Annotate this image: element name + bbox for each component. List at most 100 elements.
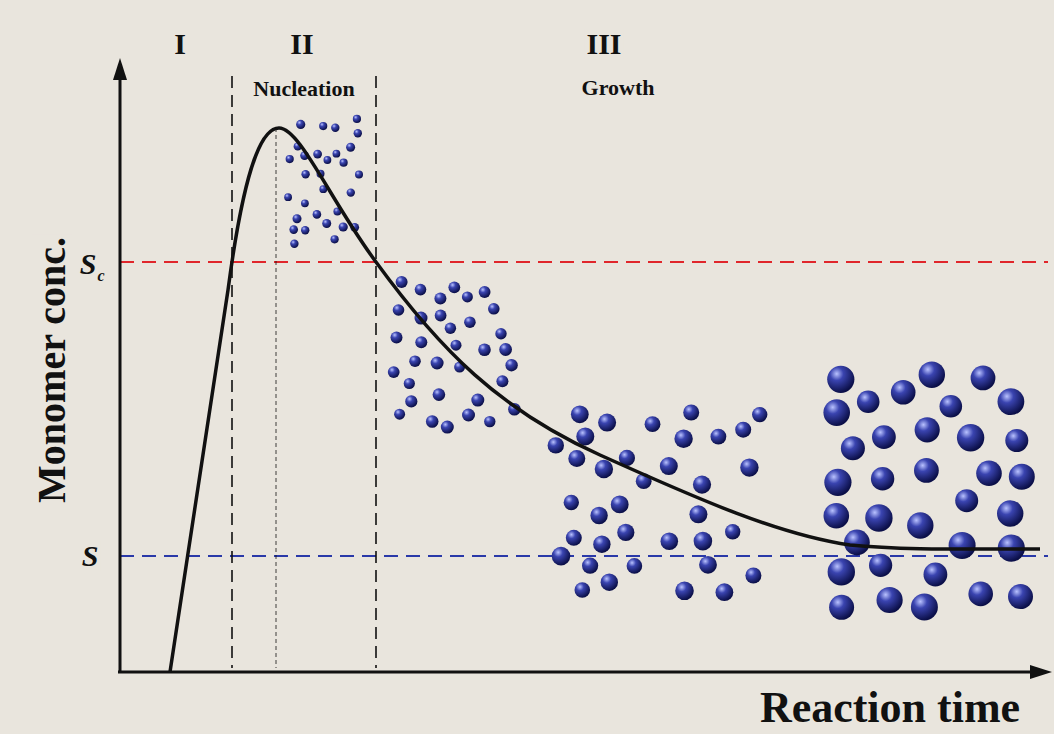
particle xyxy=(488,303,500,315)
particle xyxy=(611,496,629,514)
particle xyxy=(911,594,938,621)
particle xyxy=(289,225,298,234)
concentration-curve xyxy=(170,128,1040,672)
particle xyxy=(435,310,447,322)
particle xyxy=(823,399,850,426)
particle xyxy=(319,122,327,130)
particle xyxy=(393,304,405,316)
axis-title: Monomer conc. xyxy=(32,235,72,505)
particle xyxy=(296,120,305,129)
particle xyxy=(949,532,976,559)
particle xyxy=(313,150,322,159)
particle xyxy=(495,328,506,339)
particle xyxy=(391,331,403,343)
particle xyxy=(433,388,446,401)
particle xyxy=(940,395,963,418)
y-axis xyxy=(119,70,122,672)
particle xyxy=(827,366,854,393)
particle xyxy=(694,532,713,551)
x-axis xyxy=(118,671,1040,674)
particle xyxy=(347,188,355,196)
particle xyxy=(575,582,591,598)
stage-divider xyxy=(375,76,377,668)
particle xyxy=(478,343,491,356)
particle xyxy=(415,336,427,348)
particle xyxy=(997,500,1023,526)
particle xyxy=(627,558,643,574)
particle xyxy=(548,437,564,453)
particle xyxy=(284,193,292,201)
particle xyxy=(405,395,417,407)
particle xyxy=(869,554,892,577)
particle xyxy=(479,286,491,298)
particle xyxy=(355,171,363,179)
solubility-line xyxy=(120,555,1048,557)
particle xyxy=(675,582,694,601)
particle xyxy=(595,460,613,478)
particle xyxy=(322,219,331,228)
particle xyxy=(353,115,361,123)
particle xyxy=(564,495,579,510)
particle xyxy=(841,436,865,460)
particle xyxy=(396,276,408,288)
particle xyxy=(872,425,896,449)
particle xyxy=(824,469,851,496)
particle xyxy=(346,143,355,152)
particle xyxy=(566,530,582,546)
particle xyxy=(957,424,984,451)
particle xyxy=(907,512,933,538)
particle xyxy=(693,476,711,494)
particle xyxy=(598,414,616,432)
particle xyxy=(339,222,348,231)
particle xyxy=(293,214,302,223)
particle xyxy=(740,458,758,476)
particle xyxy=(286,155,294,163)
axis-arrow xyxy=(113,58,127,80)
particle xyxy=(857,391,880,414)
particle xyxy=(301,170,309,178)
particle xyxy=(415,284,427,296)
particle xyxy=(462,291,473,302)
particle xyxy=(434,292,446,304)
particle xyxy=(617,524,634,541)
particle xyxy=(915,417,940,442)
particle xyxy=(301,199,309,207)
particle xyxy=(689,505,707,523)
particle xyxy=(484,416,495,427)
particle xyxy=(571,405,589,423)
particle xyxy=(1005,429,1028,452)
particle xyxy=(290,240,298,248)
particle xyxy=(998,388,1025,415)
particle xyxy=(568,450,585,467)
stage-name: Nucleation xyxy=(251,78,356,100)
particle xyxy=(448,281,460,293)
particle xyxy=(451,340,462,351)
particle xyxy=(331,235,339,243)
particle xyxy=(745,568,761,584)
particle xyxy=(871,467,894,490)
particle xyxy=(968,582,993,607)
axis-title: Reaction time xyxy=(758,686,1022,730)
particle xyxy=(971,366,996,391)
level-subscript: c xyxy=(95,268,106,284)
particle xyxy=(891,380,916,405)
particle xyxy=(333,150,341,158)
particle xyxy=(645,416,661,432)
particle xyxy=(499,343,512,356)
particle xyxy=(462,409,475,422)
particle xyxy=(593,536,610,553)
particle xyxy=(824,503,850,529)
particle xyxy=(426,415,439,428)
particle xyxy=(919,362,945,388)
particle xyxy=(464,316,476,328)
particle xyxy=(829,595,854,620)
particle xyxy=(496,375,508,387)
particle xyxy=(313,210,322,219)
particle xyxy=(388,366,400,378)
particle xyxy=(590,507,607,524)
particle xyxy=(552,547,571,566)
particle xyxy=(340,159,348,167)
particle xyxy=(505,359,517,371)
particle xyxy=(354,129,362,137)
